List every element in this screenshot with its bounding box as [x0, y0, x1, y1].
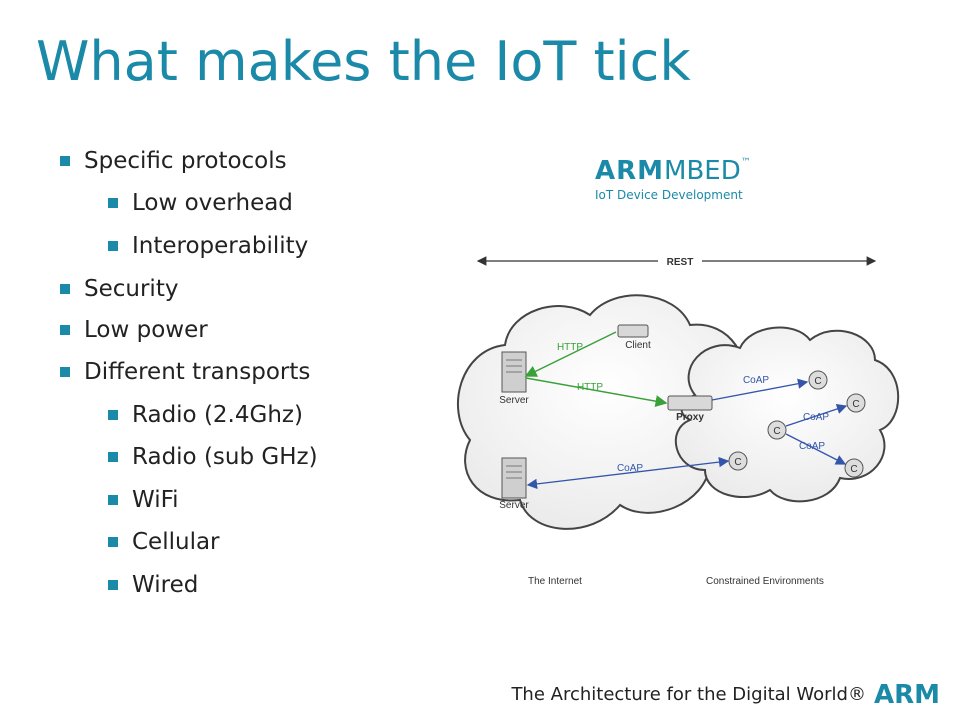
bullet-item: Specific protocols — [60, 148, 287, 174]
server-icon — [501, 351, 527, 393]
footer: The Architecture for the Digital World® A… — [511, 680, 940, 710]
proxy-label: Proxy — [676, 412, 704, 423]
bullet-subitem: Radio (sub GHz) — [108, 444, 318, 470]
bullet-item: Low power — [60, 317, 208, 343]
slide-title: What makes the IoT tick — [36, 30, 691, 93]
svg-text:C: C — [773, 426, 780, 437]
client-label: Client — [625, 340, 651, 351]
logo-tagline: IoT Device Development — [595, 188, 743, 202]
coap-label: CoAP — [803, 412, 829, 423]
server-label: Server — [499, 395, 529, 406]
coap-label: CoAP — [617, 463, 643, 474]
svg-text:C: C — [852, 399, 859, 410]
logo-trademark: ™ — [740, 157, 751, 168]
client-icon — [617, 324, 649, 338]
coap-line — [526, 456, 730, 490]
bullet-subitem: Wired — [107, 572, 199, 598]
logo-product: MBED — [664, 156, 741, 186]
coap-line — [785, 433, 847, 465]
http-line-proxy — [525, 377, 668, 408]
coap-node-icon: C — [846, 393, 866, 413]
bullet-subitem: Low overhead — [108, 190, 293, 216]
arm-logo: ARM — [873, 680, 940, 710]
svg-text:C: C — [734, 457, 741, 468]
constrained-label: Constrained Environments — [706, 576, 824, 587]
coap-node-icon: C — [808, 370, 828, 390]
proxy-icon — [667, 395, 713, 411]
http-label: HTTP — [557, 342, 583, 353]
svg-text:C: C — [850, 464, 857, 475]
arm-mbed-logo: ARMMBED™ IoT Device Development — [595, 156, 751, 202]
server-icon — [501, 457, 527, 499]
svg-text:C: C — [814, 376, 821, 387]
constrained-cloud — [674, 326, 900, 503]
http-label: HTTP — [577, 382, 603, 393]
footer-tagline: The Architecture for the Digital World® — [511, 684, 866, 705]
http-line-client — [524, 331, 617, 377]
bullet-item: Security — [59, 276, 179, 302]
coap-label: CoAP — [743, 375, 769, 386]
logo-brand: ARM — [595, 156, 665, 186]
coap-network-diagram: REST Server Client HTTP HTTP Proxy C C C… — [456, 252, 900, 587]
coap-line — [711, 378, 809, 401]
bullet-subitem: Cellular — [108, 529, 220, 555]
coap-node-icon: C — [844, 458, 864, 478]
rest-label: REST — [667, 257, 694, 268]
bullet-item: Different transports — [59, 359, 311, 385]
internet-label: The Internet — [528, 576, 582, 587]
coap-line — [785, 403, 848, 427]
coap-label: CoAP — [799, 441, 825, 452]
coap-node-icon: C — [767, 420, 787, 440]
bullet-subitem: WiFi — [108, 487, 179, 513]
server-label: Server — [499, 500, 529, 511]
coap-node-icon: C — [728, 451, 748, 471]
bullet-subitem: Radio (2.4Ghz) — [108, 402, 303, 428]
bullet-subitem: Interoperability — [107, 233, 309, 259]
